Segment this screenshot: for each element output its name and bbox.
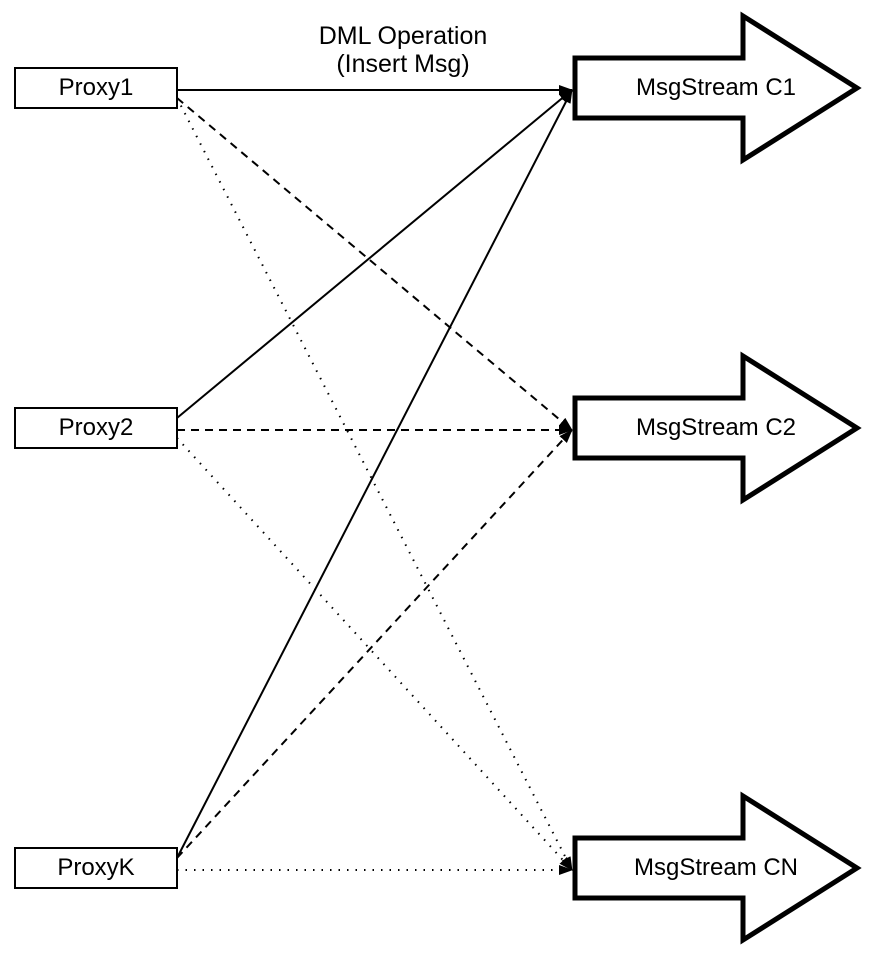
msgstream-c1-arrow [572, 11, 862, 165]
edge-proxy2-cn [176, 437, 573, 871]
edge-proxy1-cn [176, 97, 573, 871]
edge-proxyk-c2 [176, 429, 573, 859]
proxy2-box [14, 407, 178, 449]
streams-layer [572, 11, 862, 945]
msgstream-cn-arrow [572, 791, 862, 945]
proxies-layer [14, 67, 178, 889]
edge-proxyk-c1 [176, 89, 573, 859]
proxy1-box [14, 67, 178, 109]
msgstream-c2-arrow [572, 351, 862, 505]
proxyk-box [14, 847, 178, 889]
edge-proxy1-c2 [176, 97, 573, 431]
edges-layer [176, 85, 573, 875]
edge-proxy2-c1 [176, 89, 573, 419]
